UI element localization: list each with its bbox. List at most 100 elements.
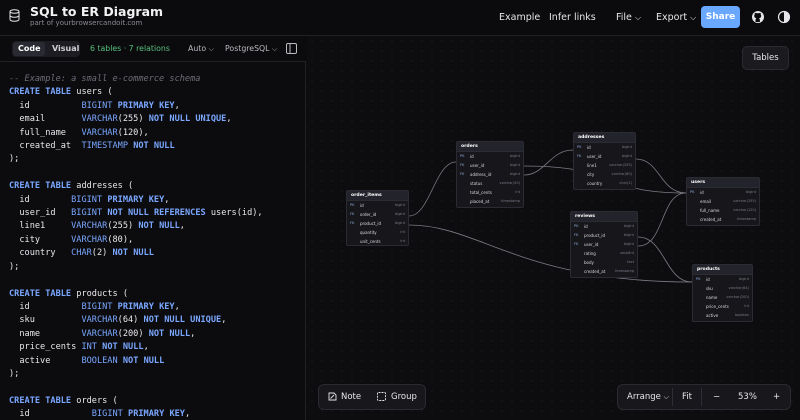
key-badge: FK (460, 163, 465, 167)
column-type: varchar(80) (611, 172, 633, 176)
arrange-label: Arrange (627, 392, 661, 402)
column-type: bigint (395, 212, 405, 216)
note-icon (328, 392, 337, 401)
column-name: unit_cents (360, 239, 381, 244)
column-type: boolean (735, 313, 749, 317)
column-type: bigint (510, 154, 520, 158)
entity-title: reviews (571, 212, 637, 222)
column-type: bigint (510, 172, 520, 176)
toggle-panel-icon[interactable] (286, 43, 297, 54)
app-subtitle[interactable]: part of yourbrowsercandoit.com (30, 19, 143, 27)
zoom-level: 53% (738, 392, 757, 402)
tab-code[interactable]: Code (18, 44, 41, 53)
column-name: id (700, 190, 704, 195)
tab-active-indicator (13, 42, 45, 56)
column-name: product_id (360, 221, 382, 226)
tab-visual[interactable]: Visual (52, 44, 80, 53)
arrange-menu[interactable]: Arrange ⌵ (627, 392, 669, 402)
column-type: text (627, 260, 634, 264)
view-controls (617, 384, 791, 410)
entity-column: FK address_id bigint (457, 170, 523, 179)
column-type: smallint (620, 251, 634, 255)
column-type: varchar(200) (726, 295, 749, 299)
sql-editor[interactable]: -- Example: a small e-commerce schema CR… (0, 62, 306, 420)
key-badge: FK (460, 172, 465, 176)
example-button[interactable]: Example (499, 12, 541, 23)
export-menu[interactable]: Export ⌵ (656, 12, 696, 23)
zoom-out-button[interactable]: − (713, 392, 721, 402)
file-menu-label: File (616, 12, 632, 23)
infer-links-button[interactable]: Infer links (549, 12, 596, 23)
column-name: sku (706, 286, 713, 291)
chevron-down-icon: ⌵ (663, 393, 669, 401)
theme-toggle-icon[interactable] (777, 10, 791, 24)
key-badge: PK (696, 277, 701, 281)
column-name: body (584, 260, 594, 265)
chevron-down-icon: ⌵ (634, 13, 642, 22)
column-type: varchar(255) (609, 163, 632, 167)
column-name: address_id (470, 172, 492, 177)
key-badge: FK (350, 221, 355, 225)
column-name: user_id (587, 154, 602, 159)
sql-code[interactable]: -- Example: a small e-commerce schema CR… (9, 74, 263, 420)
key-badge: PK (460, 154, 465, 158)
divider (672, 388, 673, 406)
column-type: bigint (622, 154, 632, 158)
column-name: placed_at (470, 199, 490, 204)
file-menu[interactable]: File ⌵ (616, 12, 641, 23)
column-type: bigint (624, 242, 634, 246)
column-name: country (587, 181, 603, 186)
column-type: int (515, 190, 520, 194)
key-badge: PK (577, 145, 582, 149)
layout-select[interactable]: Auto ⌵ (188, 44, 214, 54)
column-name: email (700, 199, 712, 204)
column-type: char(2) (619, 181, 632, 185)
tables-button[interactable]: Tables (742, 46, 789, 70)
zoom-in-button[interactable]: + (773, 392, 781, 402)
entity-column: country char(2) (574, 179, 635, 188)
app-title: SQL to ER Diagram (30, 4, 164, 19)
dialect-select[interactable]: PostgreSQL ⌵ (225, 44, 277, 54)
column-type: int (400, 230, 405, 234)
column-name: name (706, 295, 718, 300)
column-name: order_id (360, 212, 377, 217)
column-type: bigint (624, 224, 634, 228)
github-icon[interactable] (751, 10, 765, 24)
column-type: bigint (510, 163, 520, 167)
note-button[interactable]: Note (341, 392, 362, 402)
column-name: id (584, 224, 588, 229)
entity-column: sku varchar(64) (693, 284, 752, 293)
column-type: varchar(64) (728, 286, 750, 290)
share-button[interactable]: Share (701, 6, 740, 28)
column-name: id (706, 277, 710, 282)
fit-button[interactable]: Fit (682, 392, 692, 402)
column-name: created_at (700, 217, 722, 222)
layout-select-value: Auto (188, 44, 207, 53)
chevron-down-icon: ⌵ (208, 45, 214, 53)
key-badge: FK (577, 154, 582, 158)
column-name: id (587, 145, 591, 150)
dialect-select-value: PostgreSQL (225, 44, 270, 53)
entity-title: users (687, 178, 759, 188)
group-button[interactable]: Group (391, 392, 417, 402)
